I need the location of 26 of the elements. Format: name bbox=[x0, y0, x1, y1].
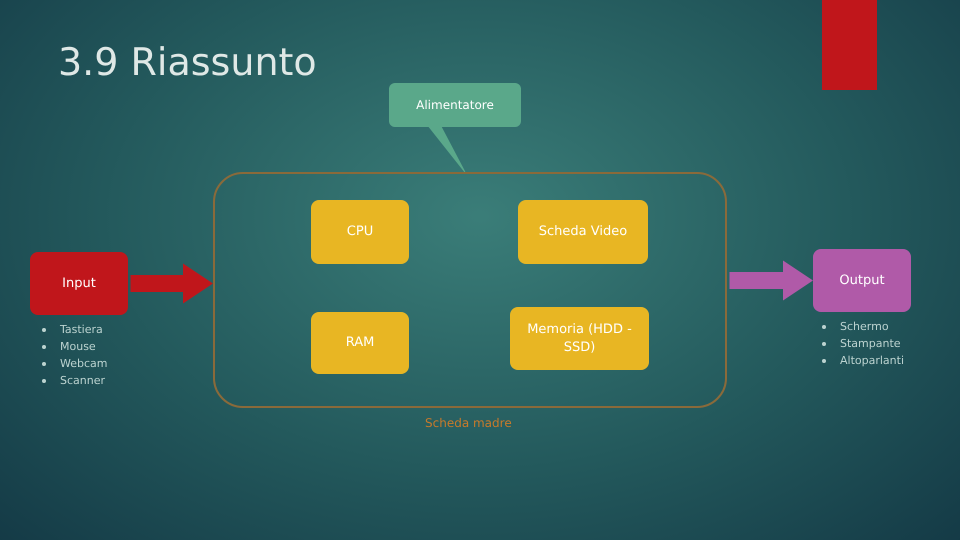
node-label: Alimentatore bbox=[416, 96, 494, 114]
frame-caption: Scheda madre bbox=[425, 416, 512, 430]
process-box bbox=[311, 200, 409, 264]
node-label: Memoria (HDD - SSD) bbox=[526, 320, 633, 356]
process-box bbox=[518, 200, 648, 264]
process-box bbox=[30, 252, 128, 315]
block-arrow bbox=[730, 260, 813, 300]
node-label: Input bbox=[62, 274, 96, 292]
callout-pointer bbox=[428, 126, 466, 172]
process-box bbox=[510, 307, 649, 370]
list-item: Mouse bbox=[60, 339, 96, 356]
node-label: RAM bbox=[346, 334, 374, 352]
slide-title: 3.9 Riassunto bbox=[58, 40, 317, 84]
list-item: Stampante bbox=[840, 336, 901, 352]
process-box bbox=[311, 312, 409, 374]
node-label: CPU bbox=[346, 223, 374, 241]
list-item: Tastiera bbox=[60, 322, 103, 338]
list-item: Altoparlanti bbox=[840, 353, 904, 370]
group-frame bbox=[213, 172, 727, 408]
list-item: Webcam bbox=[60, 356, 108, 372]
block-arrow bbox=[130, 264, 213, 304]
list-item: Scanner bbox=[60, 373, 106, 390]
node-label: Output bbox=[839, 272, 885, 290]
node-label: Scheda Video bbox=[538, 223, 628, 241]
list-item: Schermo bbox=[840, 319, 889, 335]
process-box bbox=[813, 249, 911, 312]
